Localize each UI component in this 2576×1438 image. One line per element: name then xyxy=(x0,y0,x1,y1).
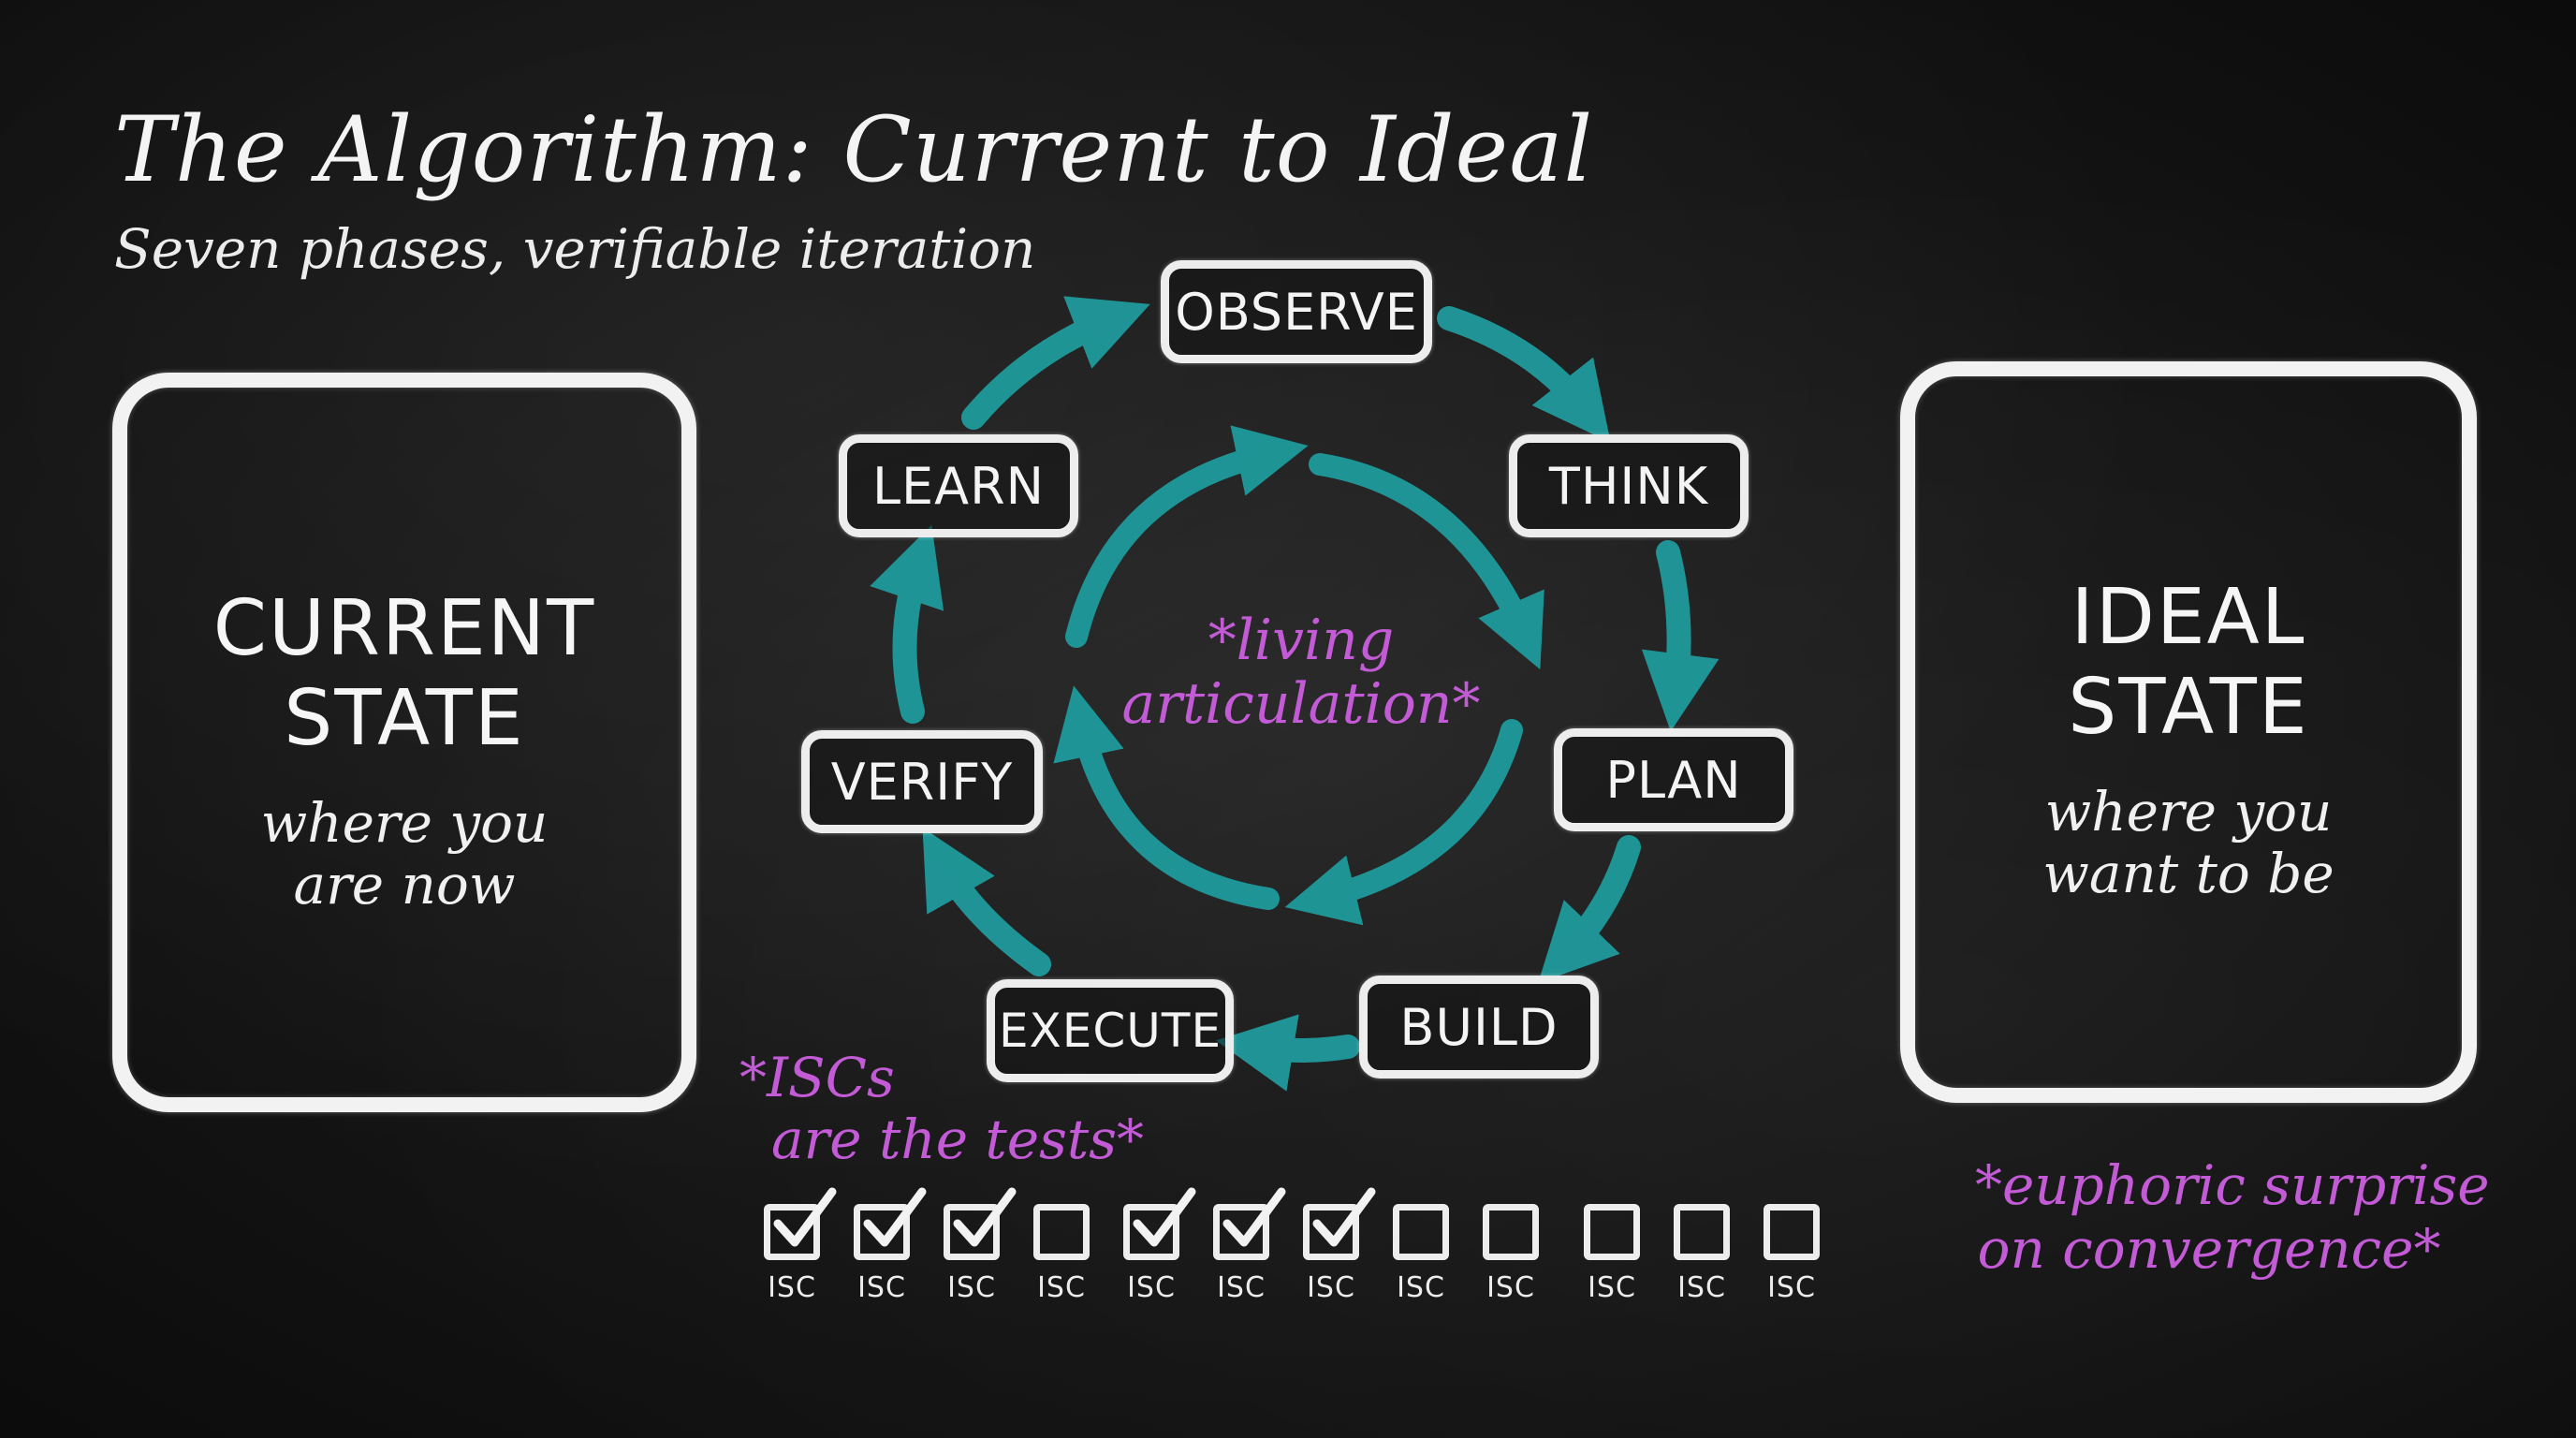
isc-checkbox-empty xyxy=(1764,1204,1820,1260)
arrow-build-to-execute xyxy=(1215,1014,1360,1092)
note-living-articulation: *living articulation* xyxy=(1114,609,1488,736)
inner-arrow-right xyxy=(1284,719,1523,926)
isc-label: ISC xyxy=(1677,1271,1726,1304)
ideal-state-title: IDEAL STATE xyxy=(1915,573,2462,753)
ideal-state-title-line: STATE xyxy=(2068,663,2309,752)
isc-item: ISC xyxy=(754,1187,837,1304)
arrow-think-to-plan xyxy=(1641,540,1720,732)
isc-checkbox-empty xyxy=(1033,1204,1090,1260)
note-euphoric-surprise: *euphoric surprise on convergence* xyxy=(1975,1153,2490,1281)
note-line: *ISCs xyxy=(739,1046,895,1109)
current-state-title-line: CURRENT xyxy=(212,584,596,673)
phase-think: THINK xyxy=(1509,434,1749,537)
arrow-learn-to-observe xyxy=(961,296,1150,430)
isc-checkbox-checked xyxy=(764,1187,837,1260)
note-line: are the tests* xyxy=(771,1108,1144,1171)
current-state-desc-line: are now xyxy=(293,853,516,917)
isc-label: ISC xyxy=(1588,1271,1636,1304)
current-state-description: where you are now xyxy=(127,792,681,916)
page-subtitle: Seven phases, verifiable iteration xyxy=(114,217,1036,281)
isc-checklist: ISC ISC ISC ISC ISC ISC ISC ISC ISC ISC ISC ISC xyxy=(754,1187,1822,1316)
isc-label: ISC xyxy=(857,1271,906,1304)
inner-arrow-bottom xyxy=(1053,685,1280,910)
ideal-state-description: where you want to be xyxy=(1915,781,2462,904)
isc-checkbox-checked xyxy=(1213,1187,1286,1260)
isc-label: ISC xyxy=(1307,1271,1355,1304)
isc-item: ISC xyxy=(1114,1187,1196,1304)
phase-observe: OBSERVE xyxy=(1161,260,1432,363)
phase-verify: VERIFY xyxy=(801,730,1043,833)
note-line: articulation* xyxy=(1121,671,1481,737)
isc-label: ISC xyxy=(1127,1271,1176,1304)
phase-plan: PLAN xyxy=(1554,728,1793,831)
arrow-verify-to-learn xyxy=(870,524,944,724)
arrow-execute-to-verify xyxy=(922,827,1051,976)
isc-label: ISC xyxy=(1486,1271,1535,1304)
ideal-state-box: IDEAL STATE where you want to be xyxy=(1900,361,2477,1103)
ideal-state-title-line: IDEAL xyxy=(2071,573,2306,662)
phase-execute: EXECUTE xyxy=(987,979,1234,1082)
isc-label: ISC xyxy=(1397,1271,1445,1304)
arrow-observe-to-think xyxy=(1437,306,1611,443)
phase-build: BUILD xyxy=(1359,976,1599,1078)
current-state-box: CURRENT STATE where you are now xyxy=(112,373,696,1112)
isc-checkbox-empty xyxy=(1393,1204,1449,1260)
isc-label: ISC xyxy=(947,1271,996,1304)
phase-learn: LEARN xyxy=(839,434,1078,537)
isc-checkbox-checked xyxy=(1123,1187,1196,1260)
isc-label: ISC xyxy=(1217,1271,1266,1304)
isc-item: ISC xyxy=(1024,1204,1099,1304)
page-title: The Algorithm: Current to Ideal xyxy=(114,97,1594,202)
current-state-title-line: STATE xyxy=(284,674,525,763)
isc-checkbox-empty xyxy=(1483,1204,1539,1260)
isc-checkbox-empty xyxy=(1584,1204,1640,1260)
isc-item: ISC xyxy=(1294,1187,1376,1304)
isc-item: ISC xyxy=(1473,1204,1548,1304)
ideal-state-desc-line: where you xyxy=(2044,780,2333,844)
current-state-title: CURRENT STATE xyxy=(127,584,681,764)
current-state-desc-line: where you xyxy=(260,791,549,855)
note-line: on convergence* xyxy=(1977,1217,2441,1281)
note-iscs-are-tests: *ISCs are the tests* xyxy=(739,1047,1144,1170)
isc-item: ISC xyxy=(1574,1204,1649,1304)
isc-label: ISC xyxy=(1037,1271,1086,1304)
note-line: *living xyxy=(1208,608,1395,673)
check-icon xyxy=(1222,1187,1286,1247)
isc-checkbox-checked xyxy=(944,1187,1017,1260)
check-icon xyxy=(863,1187,927,1247)
isc-label: ISC xyxy=(768,1271,816,1304)
check-icon xyxy=(953,1187,1017,1247)
isc-checkbox-checked xyxy=(1303,1187,1376,1260)
note-line: *euphoric surprise xyxy=(1975,1153,2490,1217)
check-icon xyxy=(1133,1187,1196,1247)
check-icon xyxy=(773,1187,837,1247)
isc-checkbox-checked xyxy=(854,1187,927,1260)
isc-item: ISC xyxy=(1754,1204,1829,1304)
isc-item: ISC xyxy=(934,1187,1017,1304)
arrow-plan-to-build xyxy=(1538,835,1641,984)
isc-checkbox-empty xyxy=(1674,1204,1730,1260)
isc-item: ISC xyxy=(1383,1204,1458,1304)
isc-item: ISC xyxy=(1204,1187,1286,1304)
isc-item: ISC xyxy=(844,1187,927,1304)
check-icon xyxy=(1312,1187,1376,1247)
ideal-state-desc-line: want to be xyxy=(2042,842,2334,905)
isc-label: ISC xyxy=(1767,1271,1816,1304)
isc-item: ISC xyxy=(1664,1204,1739,1304)
